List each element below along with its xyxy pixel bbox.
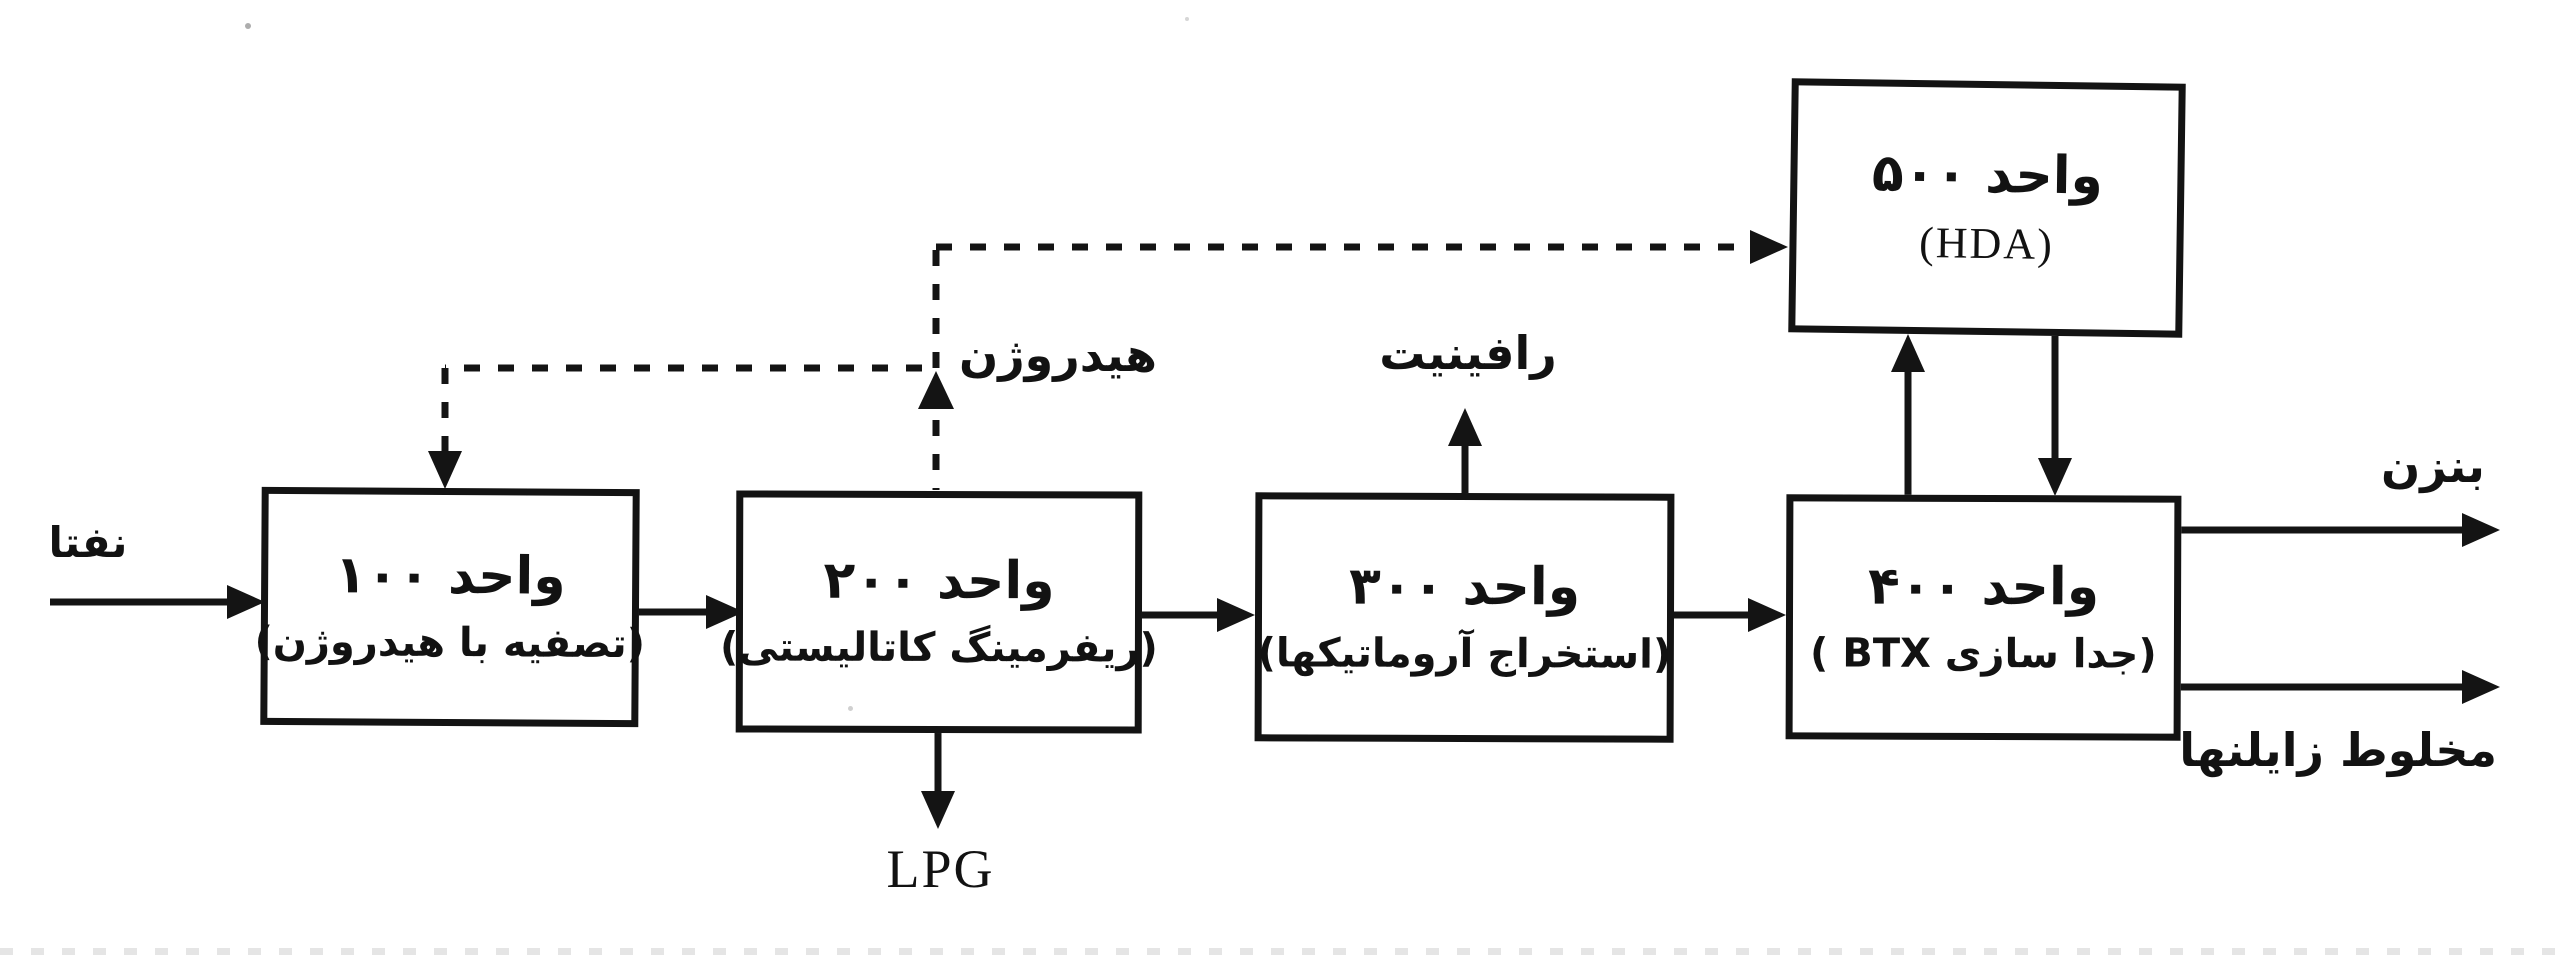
arrow-benzene-out xyxy=(2179,513,2500,547)
arrow-xylenes-out xyxy=(2179,670,2500,704)
arrow-unit100-to-unit200 xyxy=(637,595,744,629)
arrow-unit500-to-unit400 xyxy=(2038,333,2072,496)
unit-100-box: واحد ۱۰۰ (تصفیه با هیدروژن) xyxy=(254,486,645,728)
hydrogen-up-arrowhead xyxy=(918,371,954,409)
arrow-naphtha-feed xyxy=(50,585,265,619)
label-raffinate: رافینیت xyxy=(1379,326,1557,380)
scan-speck xyxy=(245,23,251,29)
arrow-unit400-to-unit500 xyxy=(1891,334,1925,498)
arrow-lpg-out xyxy=(921,732,955,829)
hydrogen-into-unit500-arrowhead xyxy=(1750,230,1788,264)
unit-400-box: واحد ۴۰۰ (جدا سازی BTX ) xyxy=(1785,494,2182,741)
unit-200-box: واحد ۲۰۰ (ریفرمینگ کاتالیستی) xyxy=(720,490,1158,734)
scan-speck xyxy=(1185,17,1189,21)
label-hydrogen: هیدروژن xyxy=(958,328,1157,382)
label-benzene: بنزن xyxy=(2381,439,2485,493)
scan-speck xyxy=(848,706,853,711)
unit-100-subtitle: (تصفیه با هیدروژن) xyxy=(254,618,646,668)
unit-300-title: واحد ۳۰۰ xyxy=(1349,556,1581,617)
unit-500-title: واحد ۵۰۰ xyxy=(1871,143,2104,207)
arrow-raffinate-out xyxy=(1448,408,1482,496)
unit-500-subtitle: (HDA) xyxy=(1918,217,2055,269)
unit-200-subtitle: (ریفرمینگ کاتالیستی) xyxy=(719,624,1158,672)
arrow-unit300-to-unit400 xyxy=(1672,598,1786,632)
unit-400-subtitle: (جدا سازی BTX ) xyxy=(1809,629,2157,678)
arrow-unit200-to-unit300 xyxy=(1140,598,1255,632)
unit-200-title: واحد ۲۰۰ xyxy=(823,550,1055,612)
unit-500-box: واحد ۵۰۰ (HDA) xyxy=(1788,78,2186,338)
unit-300-subtitle: (استخراج آروماتیکها) xyxy=(1257,629,1672,678)
hydrogen-into-unit100-arrowhead xyxy=(428,451,462,489)
scan-noise-band xyxy=(0,948,2560,955)
label-naphtha: نفتا xyxy=(48,518,128,567)
unit-100-title: واحد ۱۰۰ xyxy=(334,545,566,607)
label-xylenes-mixture: مخلوط زایلنها xyxy=(2179,723,2497,777)
unit-300-box: واحد ۳۰۰ (استخراج آروماتیکها) xyxy=(1254,492,1675,743)
unit-400-title: واحد ۴۰۰ xyxy=(1868,556,2100,617)
label-lpg: LPG xyxy=(886,839,995,899)
